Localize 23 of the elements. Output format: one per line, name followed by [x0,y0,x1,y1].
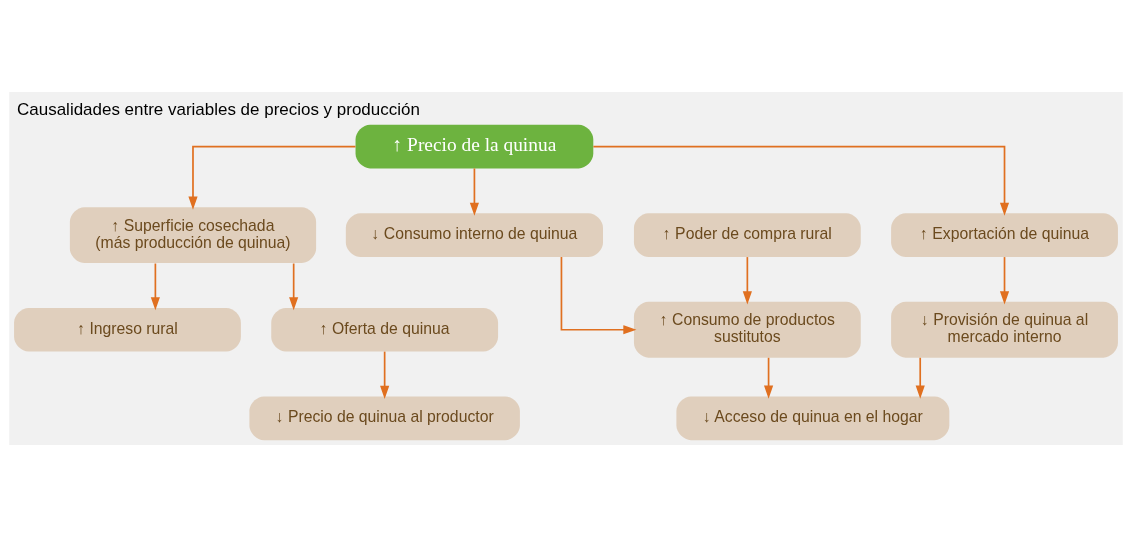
diagram-title: Causalidades entre variables de precios y producción [17,100,420,120]
arrow [289,262,299,311]
arrow [999,256,1010,305]
arrow [592,145,1010,216]
node-box: ↑ Consumo de productos sustitutos [633,301,861,358]
arrow [380,350,390,399]
node-box: ↑ Precio de la quinua [355,124,594,169]
arrow [150,262,160,311]
arrow [764,356,774,399]
node-box: ↑ Oferta de quinua [271,307,499,352]
arrow [560,256,637,335]
node-box: ↑ Exportación de quinua [891,213,1118,257]
node-box: ↑ Superficie cosechada (más producción de quinua) [69,207,317,264]
arrow [742,256,752,305]
arrow [188,145,357,210]
node-box: ↓ Provisión de quinua al mercado interno [891,301,1118,358]
arrow [469,167,479,216]
node-box: ↓ Precio de quinua al productor [249,396,520,441]
node-box: ↓ Acceso de quinua en el hogar [676,396,950,441]
node-box: ↑ Poder de compra rural [633,213,861,257]
node-box: ↑ Ingreso rural [14,307,241,352]
node-box: ↓ Consumo interno de quinua [345,213,603,257]
arrow [915,356,925,399]
